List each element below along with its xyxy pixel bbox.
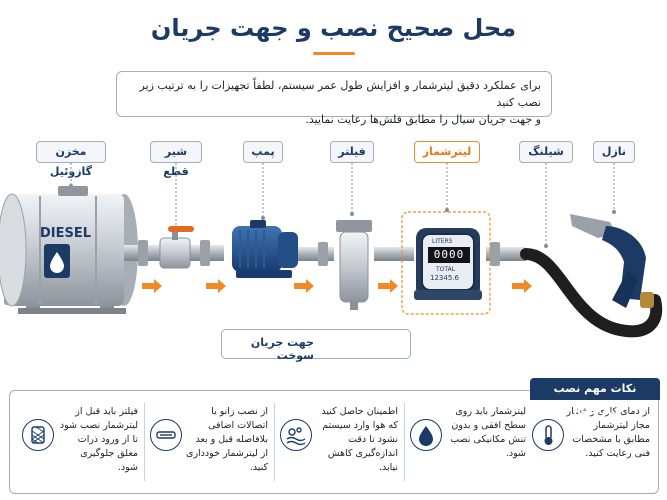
pump-motor [232,220,298,278]
diesel-tank [0,186,138,314]
thermometer-icon [532,419,564,451]
tip-item: فیلتر باید قبل از لیترشمار نصب شود تا از… [22,405,138,481]
meter-highlight-box [401,211,491,315]
tip-divider [274,403,275,481]
tip-text-2: لیترشمار باید روی سطح افقی و بدون تنش مک… [450,406,526,459]
tip-divider [404,403,405,481]
label-hose: شیلنگ [519,141,573,163]
tips-panel: از دمای کاری و فشار مجاز لیترشمار مطابق … [9,390,659,494]
label-tank: مخزن گازوئیل [36,141,106,178]
flow-arrows [142,279,532,293]
hose [520,248,663,338]
tip-text-3: اطمینان حاصل کنید که هوا وارد سیستم نشود… [321,406,398,473]
meter-total-value: 12345.6 [430,274,459,282]
page-title: محل صحیح نصب و جهت جریان [150,14,517,42]
intro-line-1: برای عملکرد دقیق لیترشمار و افزایش طول ع… [139,79,541,109]
intro-box: برای عملکرد دقیق لیترشمار و افزایش طول ع… [116,71,552,126]
tip-text-4: از نصب زانو یا اتصالات اضافی بلافاصله قب… [186,406,268,473]
tip-text-1: از دمای کاری و فشار مجاز لیترشمار مطابق … [567,406,650,459]
tip-text-5: فیلتر باید قبل از لیترشمار نصب شود تا از… [59,406,138,473]
title-underline [313,52,355,55]
filter-mesh-icon [22,419,54,451]
label-valve: شیر قطع [150,141,202,178]
meter-display: 0000 [428,247,470,263]
tank-label: DIESEL [40,226,92,241]
filter-housing [336,220,372,310]
shutoff-valve [159,226,194,269]
label-meter: لیترشمار [414,141,480,163]
tip-item: لیترشمار باید روی سطح افقی و بدون تنش مک… [410,405,526,481]
tips-header: نکات مهم نصب لیترشمار [530,378,660,417]
intro-line-2: و جهت جریان سیال را مطابق فلش‌ها رعایت ن… [305,113,541,126]
tip-divider [144,403,145,481]
tip-item: از دمای کاری و فشار مجاز لیترشمار مطابق … [532,405,650,481]
tip-item: اطمینان حاصل کنید که هوا وارد سیستم نشود… [280,405,398,481]
label-nozzle: نازل [593,141,635,163]
flow-direction-box: جهت جریان سوخت [221,329,411,362]
flow-direction-label: جهت جریان سوخت [250,336,314,362]
straight-pipe-icon [150,419,182,451]
meter-liters-label: LITERS [432,238,453,245]
fuel-nozzle [570,214,654,308]
label-pump: پمپ [243,141,283,163]
meter-total-label: TOTAL [436,266,456,273]
air-bubbles-icon [280,419,312,451]
water-drop-icon [410,419,442,451]
label-filter: فیلتر [330,141,374,163]
tip-item: از نصب زانو یا اتصالات اضافی بلافاصله قب… [150,405,268,481]
